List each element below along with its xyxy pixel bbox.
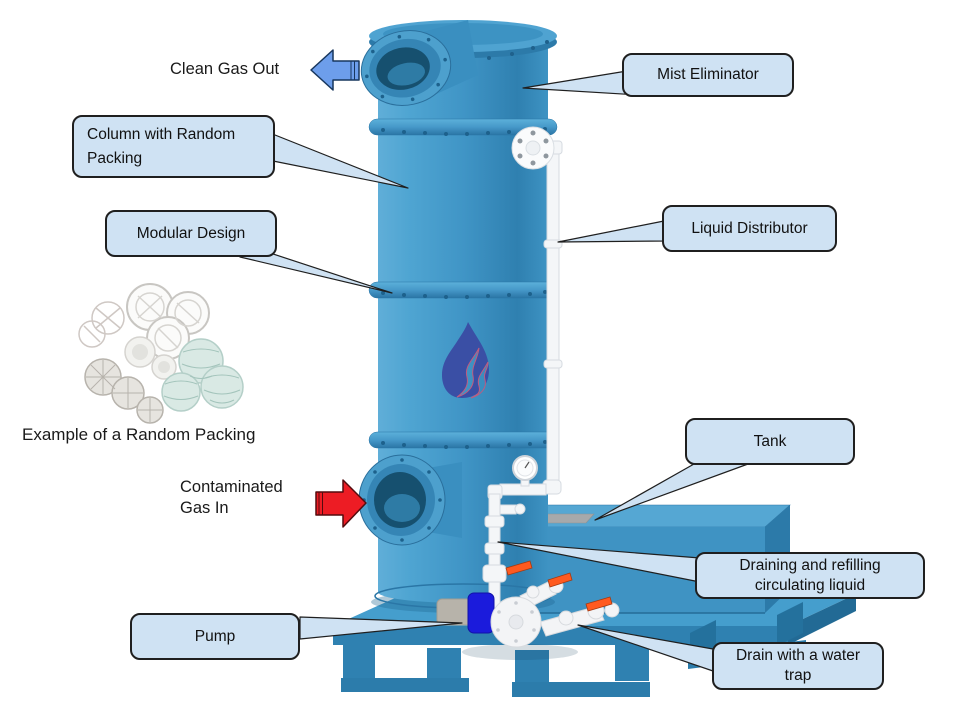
column-flange-upper: [368, 118, 558, 136]
callout-column-packing: Column with Random Packing: [72, 115, 275, 178]
callout-liquid-distributor: Liquid Distributor: [662, 205, 837, 252]
callout-tank: Tank: [685, 418, 855, 465]
callout-drain-water-trap: Drain with a water trap: [712, 642, 884, 690]
pump-assembly: [436, 572, 620, 660]
callout-mist-eliminator: Mist Eliminator: [622, 53, 794, 97]
pointer-pump: [299, 616, 463, 640]
contaminated-gas-in-label: Contaminated Gas In: [180, 478, 283, 517]
packing-photo: [78, 283, 244, 424]
packing-example-caption: Example of a Random Packing: [22, 425, 256, 444]
callout-modular-design: Modular Design: [105, 210, 277, 257]
callout-pointers: [239, 70, 749, 672]
clean-gas-outlet-pipe: [360, 20, 478, 106]
valve-handle: [505, 560, 533, 576]
contaminated-gas-arrow-icon: [315, 479, 367, 528]
column-flange-middle: [368, 281, 558, 299]
pointer-liquid-distributor: [557, 220, 667, 243]
flame-logo: [442, 322, 489, 399]
valve-handle: [585, 596, 613, 612]
distributor-flange-disk: [511, 126, 555, 170]
contaminated-gas-inlet-pipe: [358, 454, 462, 546]
circulation-piping: [482, 455, 562, 621]
clean-gas-out-label: Clean Gas Out: [170, 60, 280, 78]
pointer-modular-design: [239, 250, 393, 294]
callout-pump: Pump: [130, 613, 300, 660]
pump-coupling: [467, 592, 495, 634]
valve-handle: [547, 572, 573, 588]
pressure-gauge: [512, 455, 538, 481]
column-flange-lower: [368, 431, 558, 449]
drain-valve: [482, 560, 533, 583]
clean-gas-arrow-icon: [310, 49, 360, 91]
scrubber-column: [358, 20, 558, 613]
callout-draining-refilling: Draining and refilling circulating liqui…: [695, 552, 925, 599]
